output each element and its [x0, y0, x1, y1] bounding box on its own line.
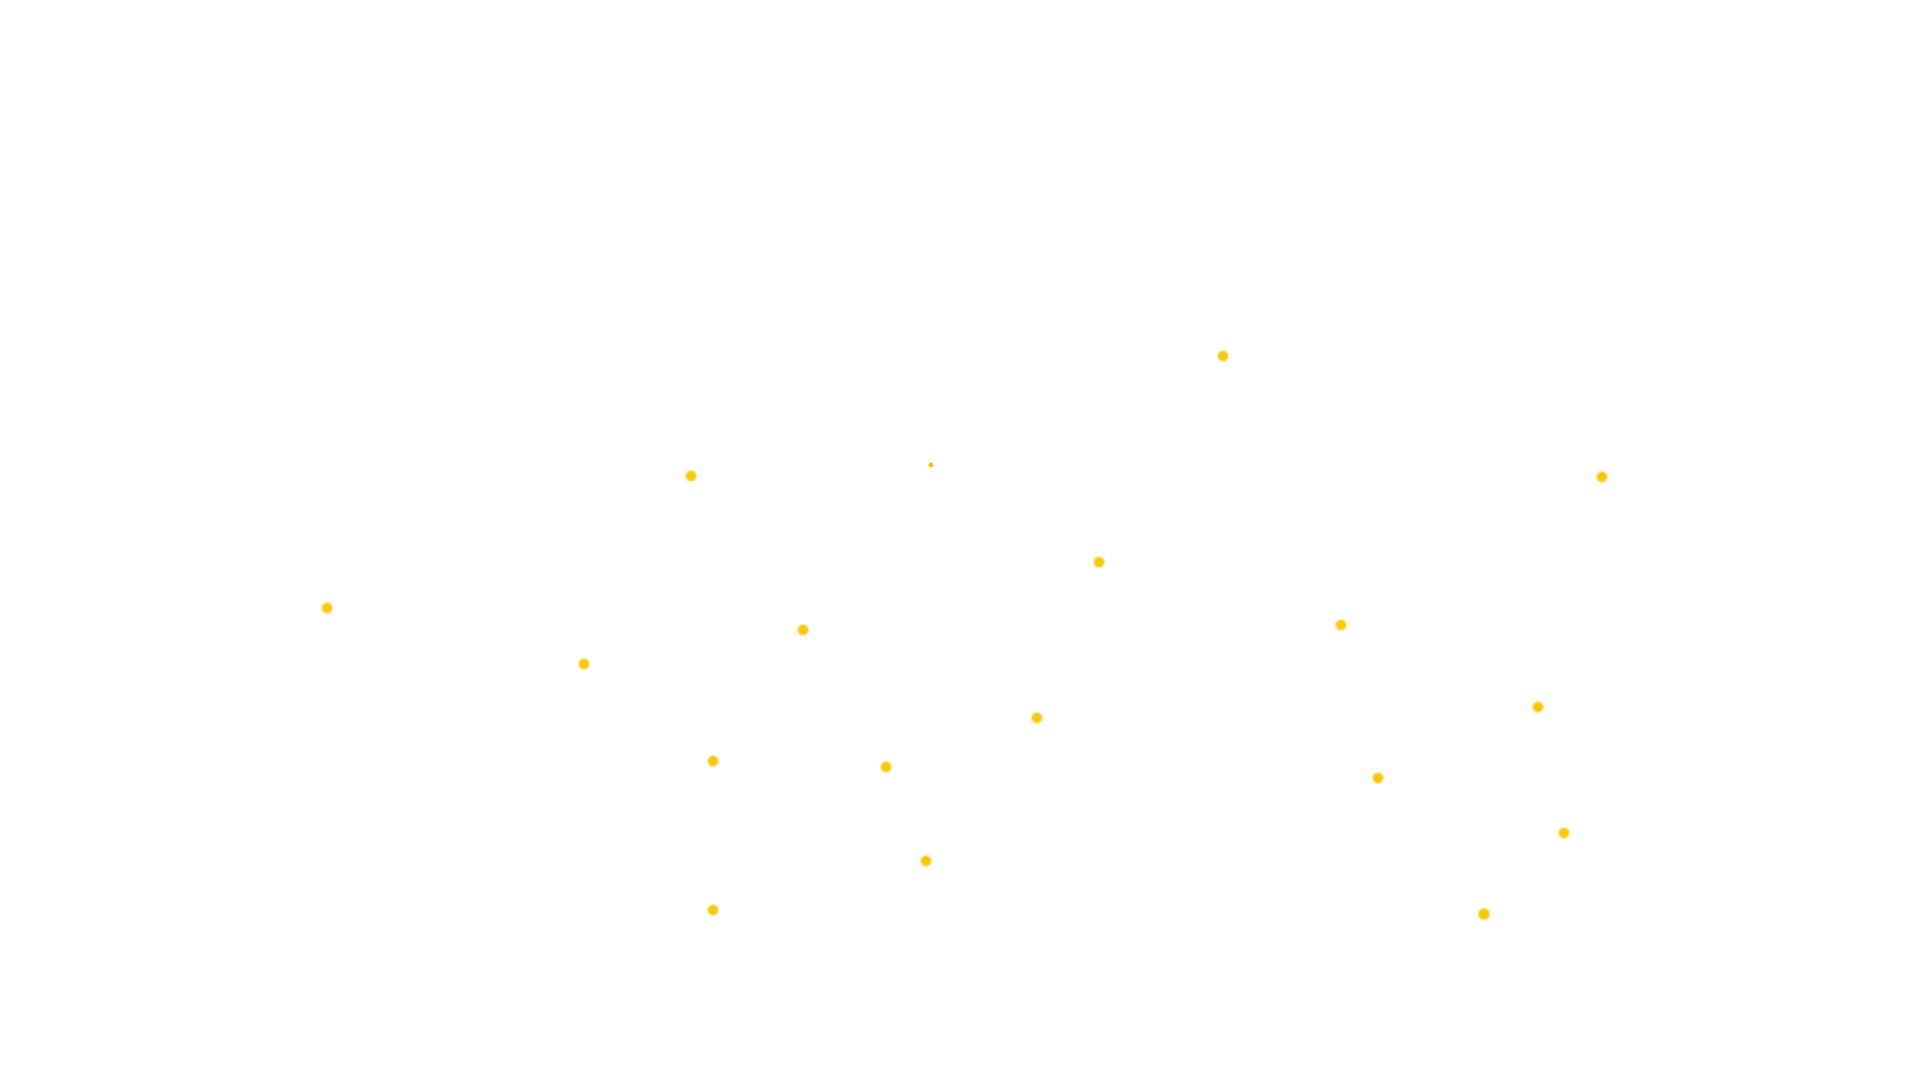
- yellow-dot: [1030, 711, 1044, 725]
- yellow-dot: [1595, 470, 1609, 484]
- yellow-dot: [577, 657, 591, 671]
- yellow-dot: [1334, 618, 1348, 632]
- yellow-dot: [706, 903, 720, 917]
- yellow-dot: [1216, 349, 1230, 363]
- yellow-dot: [1477, 907, 1491, 921]
- yellow-dot: [706, 754, 720, 768]
- yellow-dot: [1092, 555, 1106, 569]
- yellow-dot: [1531, 700, 1545, 714]
- yellow-dot: [928, 462, 934, 468]
- yellow-dot: [320, 601, 334, 615]
- dots-group: [320, 349, 1609, 921]
- yellow-dot: [1371, 771, 1385, 785]
- yellow-dot: [919, 854, 933, 868]
- yellow-dot: [796, 623, 810, 637]
- yellow-dot: [879, 760, 893, 774]
- yellow-dot: [1557, 826, 1571, 840]
- yellow-dot: [684, 469, 698, 483]
